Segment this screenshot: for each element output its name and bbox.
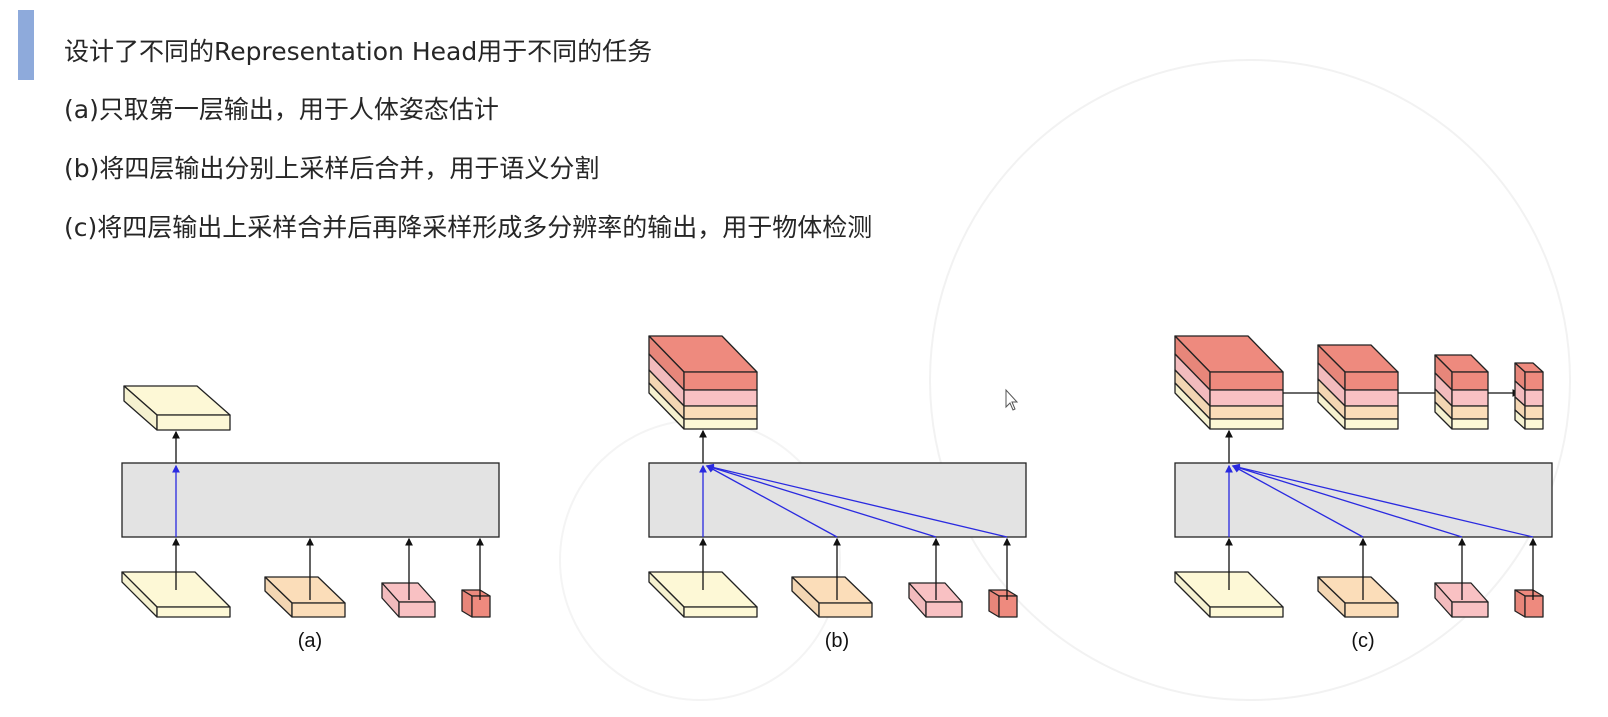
panel-label: (b) <box>825 630 849 652</box>
box-front-face <box>683 389 758 407</box>
box-front-face <box>1524 389 1544 407</box>
feature-map-level-2 <box>264 576 346 618</box>
box-front-face <box>1209 606 1284 618</box>
point-b: (b)将四层输出分别上采样后合并，用于语义分割 <box>64 154 600 183</box>
box-front-face <box>1344 371 1399 391</box>
slide-title: 设计了不同的Representation Head用于不同的任务 <box>64 37 653 66</box>
box-front-face <box>683 371 758 391</box>
accent-bar <box>18 10 34 80</box>
feature-map-level-4 <box>461 589 491 618</box>
box-front-face <box>398 601 436 618</box>
pyramid-output-level-3 <box>1434 354 1489 430</box>
fusion-module-box <box>121 462 500 538</box>
decor-circle <box>929 59 1571 701</box>
box-front-face <box>1209 405 1284 420</box>
panel-c: (c) <box>1174 335 1553 652</box>
box-front-face <box>471 595 491 618</box>
box-front-face <box>156 606 231 618</box>
box-front-face <box>1451 389 1489 407</box>
mouse-cursor-icon <box>1005 388 1019 411</box>
point-a: (a)只取第一层输出，用于人体姿态估计 <box>64 95 499 124</box>
box-front-face <box>1451 418 1489 430</box>
feature-map-level-3 <box>1434 582 1489 618</box>
box-front-face <box>683 606 758 618</box>
feature-map-level-2 <box>1317 576 1399 618</box>
box-front-face <box>683 405 758 420</box>
box-front-face <box>1451 371 1489 391</box>
feature-map-level-2 <box>791 576 873 618</box>
box-front-face <box>1209 389 1284 407</box>
upsample-arrow <box>1231 465 1364 538</box>
point-c: (c)将四层输出上采样合并后再降采样形成多分辨率的输出，用于物体检测 <box>64 213 873 242</box>
box-front-face <box>1344 418 1399 430</box>
box-front-face <box>1209 371 1284 391</box>
feature-map-level-4 <box>988 589 1018 618</box>
concatenated-output <box>1174 335 1284 430</box>
fusion-module-box <box>648 462 1027 538</box>
concatenated-output <box>648 335 758 430</box>
upsample-arrow <box>1231 464 1463 538</box>
upsample-arrow <box>705 465 838 538</box>
box-front-face <box>291 602 346 618</box>
panel-label: (a) <box>298 630 322 652</box>
output-feature-map <box>123 385 231 431</box>
pyramid-output-level-2 <box>1317 344 1399 430</box>
panel-label: (c) <box>1351 630 1374 652</box>
box-front-face <box>1344 602 1399 618</box>
box-front-face <box>1209 418 1284 430</box>
pyramid-output-level-4 <box>1514 362 1544 430</box>
upsample-arrow <box>1231 463 1534 538</box>
upsample-arrow <box>705 463 1008 538</box>
fusion-module-box <box>1174 462 1553 538</box>
upsample-arrow <box>705 464 937 538</box>
box-front-face <box>1344 389 1399 407</box>
box-front-face <box>683 418 758 430</box>
box-front-face <box>1451 405 1489 420</box>
panel-b: (b) <box>648 335 1027 652</box>
box-front-face <box>1524 371 1544 391</box>
box-front-face <box>925 601 963 618</box>
feature-map-level-4 <box>1514 589 1544 618</box>
box-front-face <box>1451 601 1489 618</box>
box-front-face <box>1524 418 1544 430</box>
box-front-face <box>1524 405 1544 420</box>
box-front-face <box>818 602 873 618</box>
box-front-face <box>1344 405 1399 420</box>
panel-a: (a) <box>121 385 500 652</box>
box-front-face <box>156 414 231 431</box>
box-front-face <box>998 595 1018 618</box>
box-front-face <box>1524 595 1544 618</box>
